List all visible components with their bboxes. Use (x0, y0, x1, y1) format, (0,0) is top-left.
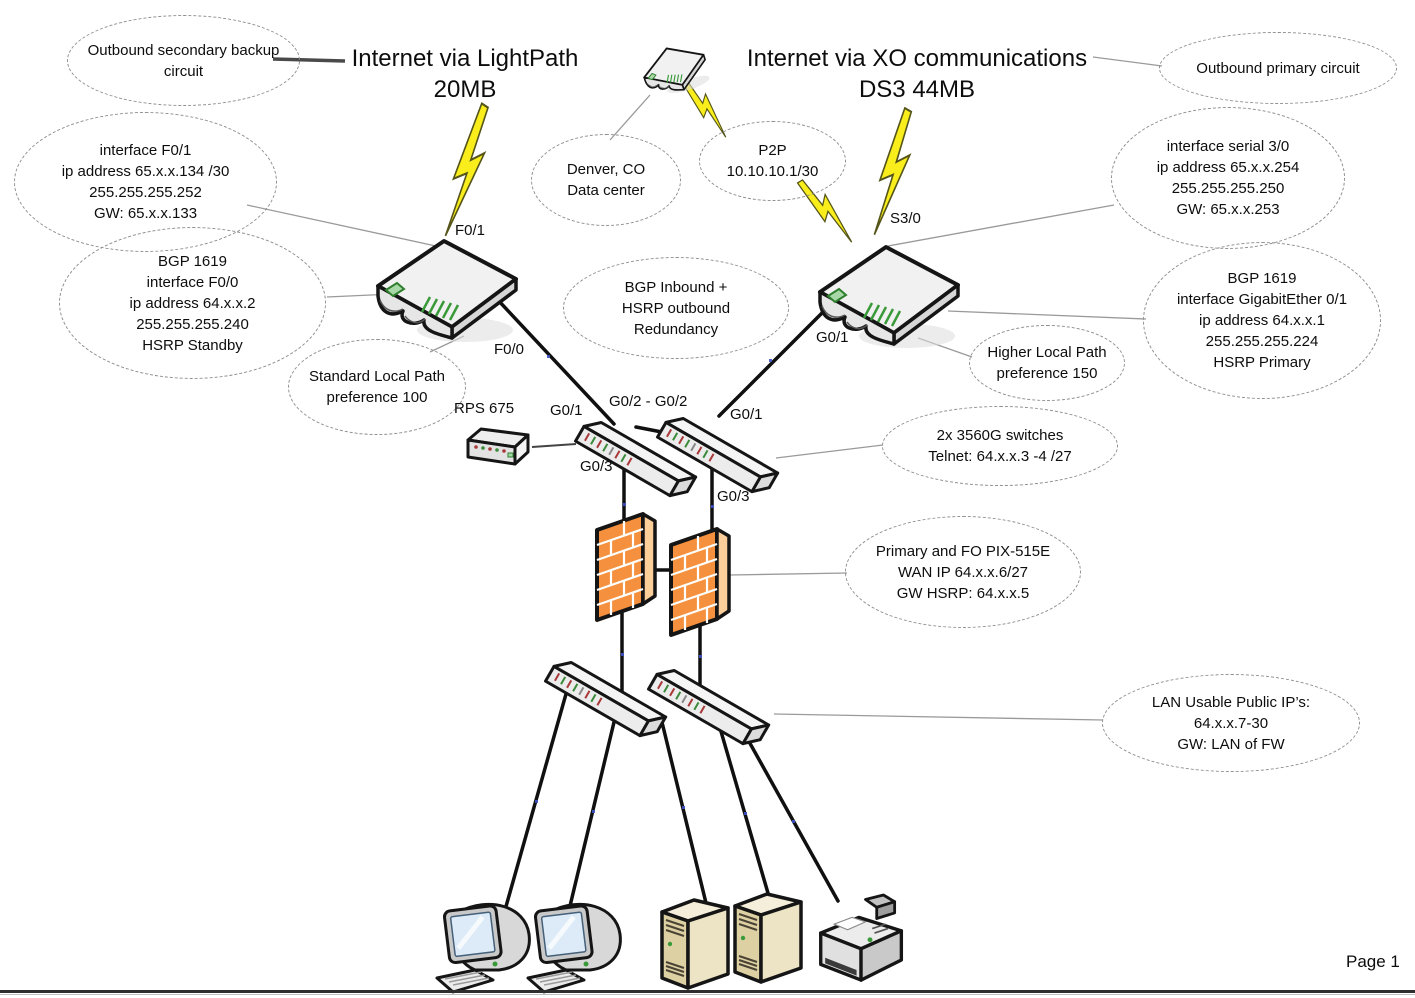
callout-standard-local-path: Standard Local Path preference 100 (288, 339, 466, 435)
connector-pix (729, 572, 848, 576)
page-bottom-rule-shadow (0, 994, 1415, 995)
port-label-g03-left: G0/3 (580, 458, 613, 475)
link-rps-to-switch (531, 443, 577, 448)
link-left-router-to-left-switch (495, 297, 616, 426)
connector-interface-f01 (246, 204, 446, 249)
connector-bgp-right (947, 310, 1147, 320)
link-lan-to-printer (745, 736, 840, 903)
title-lightpath-circuit: Internet via LightPath 20MB (351, 45, 579, 103)
callout-p2p: P2P 10.10.10.1/30 (699, 121, 846, 201)
callout-lan-public-ips: LAN Usable Public IP’s: 64.x.x.7-30 GW: … (1102, 674, 1360, 772)
firewall-failover-icon (669, 527, 731, 637)
link-right-router-to-right-switch (717, 305, 830, 418)
printer-icon (819, 893, 904, 982)
port-label-g01-router: G0/1 (816, 329, 849, 346)
callout-outbound-secondary: Outbound secondary backup circuit (67, 15, 300, 106)
device-label-rps675: RPS 675 (454, 400, 515, 417)
connector-denver (609, 94, 651, 141)
callout-3560g-switches: 2x 3560G switches Telnet: 64.x.x.3 -4 /2… (882, 406, 1118, 486)
port-label-g01-right-switch: G0/1 (730, 406, 763, 423)
rps-675-icon (466, 427, 530, 466)
callout-bgp-left: BGP 1619 interface F0/0 ip address 64.x.… (59, 227, 326, 379)
connector-switches (775, 444, 884, 459)
callout-bgp-right: BGP 1619 interface GigabitEther 0/1 ip a… (1143, 242, 1381, 399)
callout-connectors (246, 56, 1163, 721)
callout-outbound-primary: Outbound primary circuit (1159, 32, 1397, 104)
title-xo-circuit: Internet via XO communications DS3 44MB (746, 45, 1088, 103)
port-label-g02-trunk: G0/2 - G0/2 (609, 393, 688, 410)
connector-lan (773, 713, 1104, 721)
network-links (495, 297, 840, 912)
connector-interface-serial (887, 204, 1115, 247)
workstation-icon (437, 904, 529, 992)
port-label-g03-right: G0/3 (717, 488, 750, 505)
lightpath-router-icon (376, 239, 518, 344)
server-tower-icon (733, 892, 803, 984)
port-label-f01: F0/1 (455, 222, 486, 239)
port-label-f00: F0/0 (494, 341, 525, 358)
internet-router-icon (636, 37, 714, 103)
connector-outbound-primary (1092, 56, 1163, 67)
callout-denver-datacenter: Denver, CO Data center (531, 134, 681, 226)
firewall-primary-icon (595, 512, 657, 622)
callout-bgp-redundancy: BGP Inbound + HSRP outbound Redundancy (563, 257, 789, 359)
workstation-icon (528, 904, 620, 992)
page-bottom-rule (0, 990, 1415, 993)
lightning-bolt-icon (440, 99, 496, 242)
server-tower-icon (660, 898, 730, 990)
port-label-s30: S3/0 (890, 210, 921, 227)
port-label-g01-left-switch: G0/1 (550, 402, 583, 419)
callout-interface-serial: interface serial 3/0 ip address 65.x.x.2… (1111, 107, 1345, 249)
callout-higher-local-path: Higher Local Path preference 150 (969, 325, 1125, 401)
page-number-label: Page 1 (1346, 952, 1400, 971)
connection-point-marks (535, 355, 795, 823)
callout-pix-firewalls: Primary and FO PIX-515E WAN IP 64.x.x.6/… (845, 516, 1081, 628)
